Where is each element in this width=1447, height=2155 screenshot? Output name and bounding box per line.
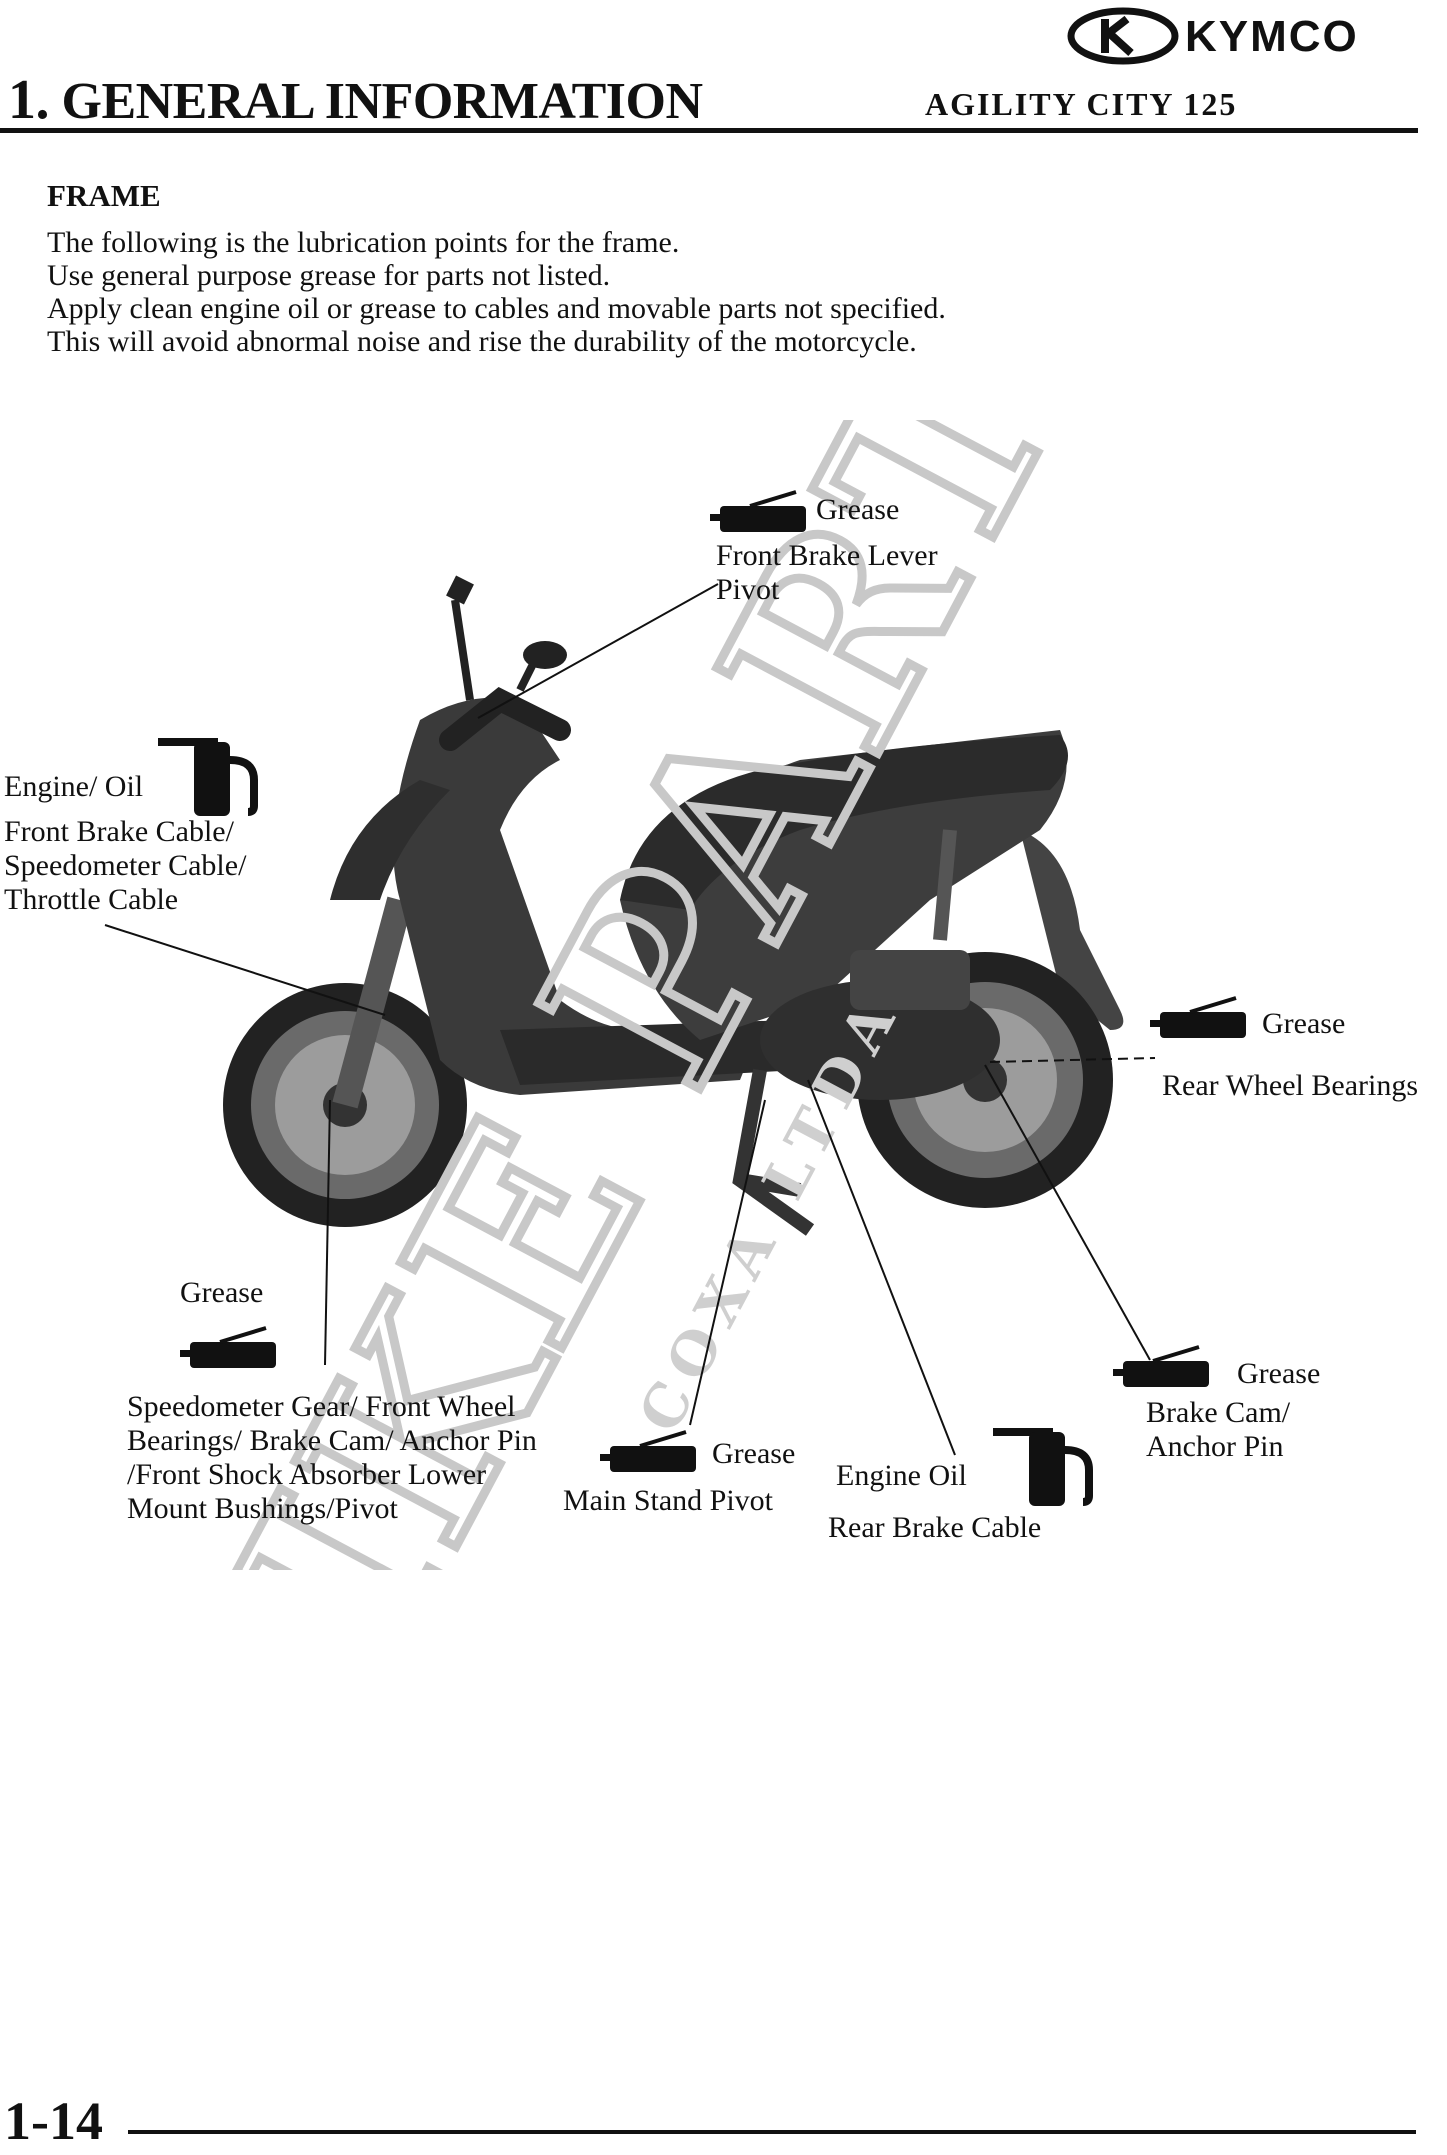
- front-brake-lever-type: Grease: [816, 493, 900, 526]
- chapter-number: 1.: [8, 69, 50, 131]
- header-rule: [0, 128, 1418, 133]
- rear-brake-cam-label: Brake Cam/ Anchor Pin: [1146, 1396, 1290, 1464]
- oil-can-icon: [158, 738, 254, 816]
- section-title: FRAME: [47, 178, 161, 213]
- brand-text: KYMCO: [1185, 12, 1359, 61]
- front-wheel-type: Grease: [180, 1276, 264, 1309]
- label-line: /Front Shock Absorber Lower: [127, 1458, 487, 1491]
- cables-front-label: Front Brake Cable/ Speedometer Cable/ Th…: [4, 815, 246, 917]
- rear-wheel-label: Rear Wheel Bearings: [1162, 1069, 1419, 1102]
- oil-can-icon: [993, 1428, 1089, 1506]
- rear-wheel-type: Grease: [1262, 1007, 1346, 1040]
- grease-gun-icon: [1111, 1345, 1211, 1389]
- cables-front-type: Engine/ Oil: [4, 770, 144, 803]
- front-wheel-label: Speedometer Gear/ Front Wheel Bearings/ …: [127, 1390, 537, 1526]
- rear-brake-cam-type: Grease: [1237, 1357, 1321, 1390]
- footer-rule: [128, 2130, 1416, 2134]
- label-line: Anchor Pin: [1146, 1430, 1284, 1463]
- label-line: Front Brake Lever: [716, 539, 938, 572]
- intro-line: This will avoid abnormal noise and rise …: [47, 325, 917, 358]
- label-line: Speedometer Cable/: [4, 849, 247, 882]
- grease-gun-icon: [178, 1326, 278, 1370]
- label-line: Mount Bushings/Pivot: [127, 1492, 398, 1525]
- intro-text: The following is the lubrication points …: [47, 226, 946, 358]
- grease-gun-icon: [1148, 996, 1248, 1040]
- intro-line: The following is the lubrication points …: [47, 226, 680, 259]
- model-name: AGILITY CITY 125: [925, 86, 1238, 122]
- chapter-title: GENERAL INFORMATION: [61, 73, 704, 130]
- intro-line: Use general purpose grease for parts not…: [47, 259, 611, 292]
- label-line: Throttle Cable: [4, 883, 179, 916]
- label-line: Pivot: [716, 573, 780, 606]
- main-stand-type: Grease: [712, 1437, 796, 1470]
- chapter-heading: 1. GENERAL INFORMATION: [8, 68, 703, 132]
- main-stand-label: Main Stand Pivot: [563, 1484, 774, 1517]
- label-line: Brake Cam/: [1146, 1396, 1291, 1429]
- page-number: 1-14: [4, 2091, 103, 2151]
- rear-brake-cable-label: Rear Brake Cable: [828, 1511, 1042, 1544]
- lubrication-diagram: BIKE PARTS COXA LTDA: [77, 420, 1248, 1570]
- label-line: Speedometer Gear/ Front Wheel: [127, 1390, 516, 1423]
- label-line: Front Brake Cable/: [4, 815, 234, 848]
- rear-brake-cable-type: Engine Oil: [836, 1459, 967, 1492]
- label-line: Bearings/ Brake Cam/ Anchor Pin: [127, 1424, 537, 1457]
- kymco-logo: KYMCO: [1065, 5, 1415, 67]
- leader-lines: [104, 583, 1156, 1456]
- intro-line: Apply clean engine oil or grease to cabl…: [47, 292, 946, 325]
- scooter-illustration: [223, 575, 1124, 1236]
- front-brake-lever-label: Front Brake Lever Pivot: [716, 539, 938, 607]
